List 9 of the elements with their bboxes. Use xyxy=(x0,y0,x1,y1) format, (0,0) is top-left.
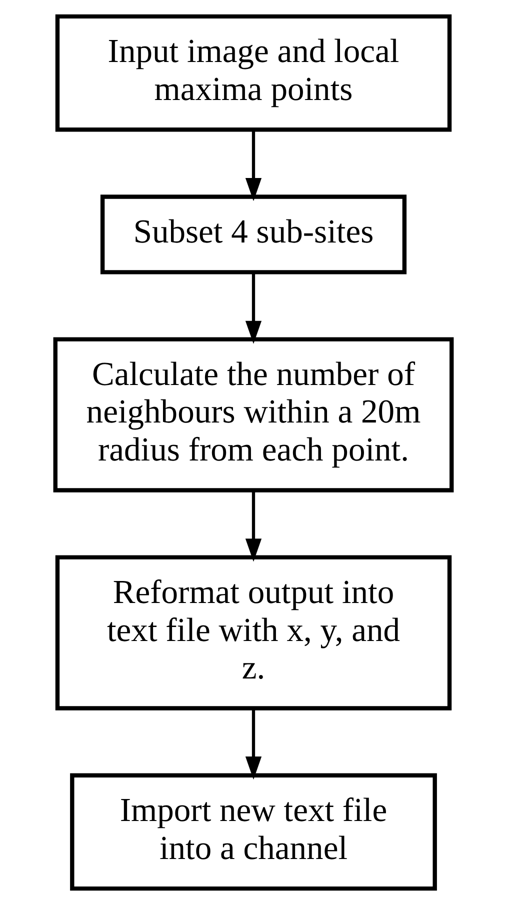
arrow xyxy=(245,273,262,344)
arrow xyxy=(245,490,262,562)
arrow xyxy=(245,130,262,202)
node-box: Calculate the number of neighbours within a 20m radius from each point. xyxy=(53,337,454,492)
node-box: Import new text file into a channel xyxy=(70,773,437,891)
node-box: Reformat output into text file with x, y, and z. xyxy=(55,555,452,710)
node-box: Input image and local maxima points xyxy=(55,14,452,132)
node-box: Subset 4 sub-sites xyxy=(100,194,407,274)
arrow xyxy=(245,708,262,780)
